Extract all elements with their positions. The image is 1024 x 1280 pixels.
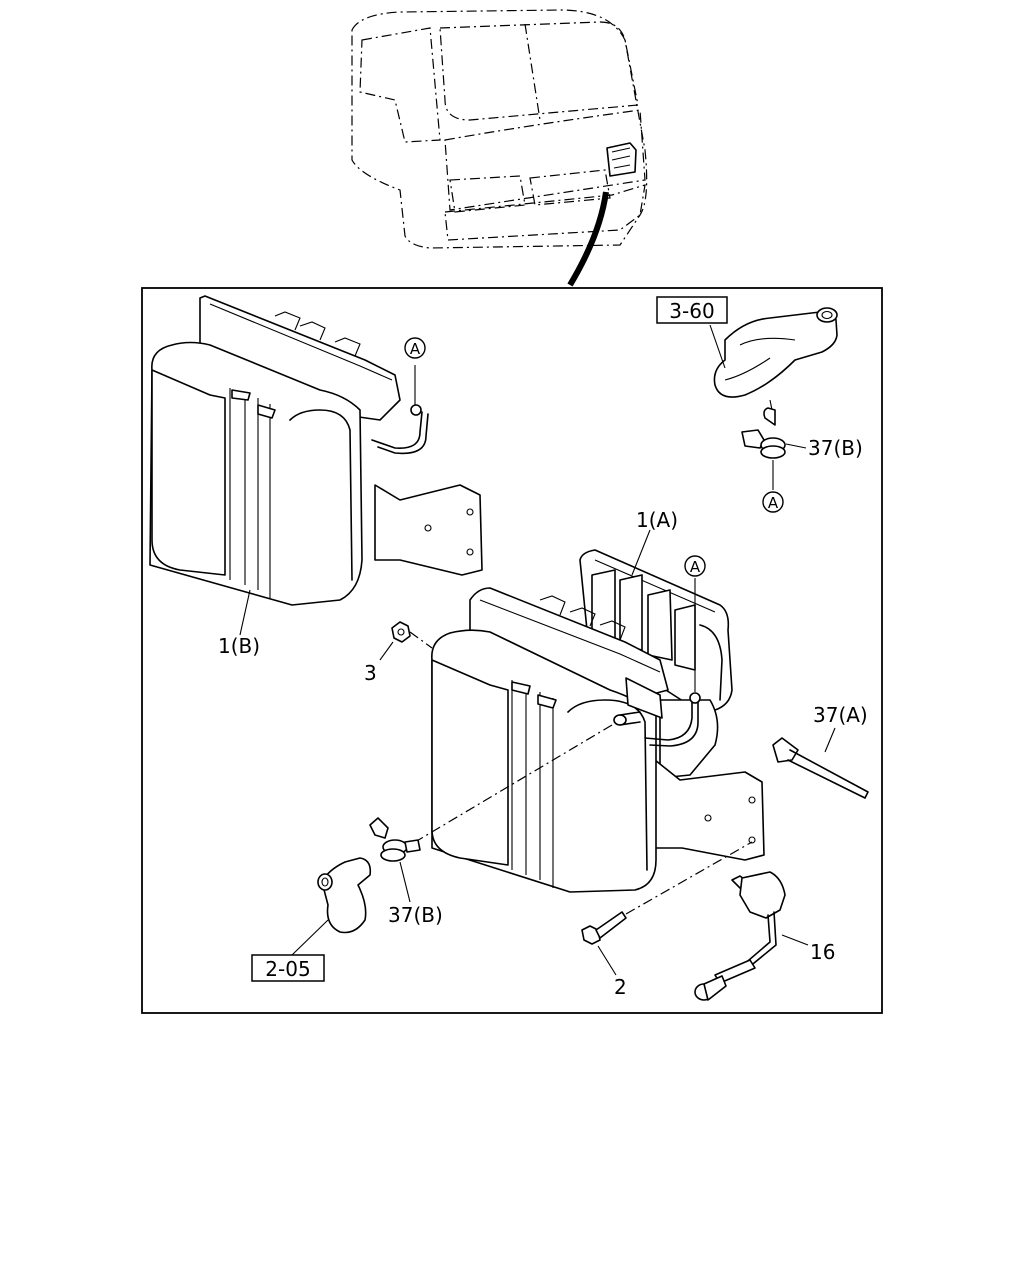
hose-2-05 [291, 857, 372, 956]
nut-3 [379, 621, 433, 661]
hose-3-60 [709, 307, 838, 490]
label-part-37a: 37(A) [813, 703, 868, 727]
label-part-37b-bottom: 37(B) [388, 903, 443, 927]
ref-label-3-60: 3-60 [669, 299, 714, 323]
detail-frame [141, 287, 883, 1014]
marker-a-circle-2 [762, 491, 784, 513]
ref-label-2-05: 2-05 [265, 957, 310, 981]
sensor-16 [694, 871, 809, 1001]
ref-box-2-05 [251, 954, 325, 982]
label-part-16: 16 [810, 940, 835, 964]
clip-37b-lower [369, 817, 421, 903]
marker-a-3: A [690, 558, 701, 576]
marker-a-circle-1 [404, 337, 426, 359]
label-part-2: 2 [614, 975, 627, 999]
component-1b [149, 295, 483, 636]
bolt-2 [581, 841, 753, 976]
label-part-1b: 1(B) [218, 634, 260, 658]
label-part-1a: 1(A) [636, 508, 678, 532]
label-part-3: 3 [364, 661, 377, 685]
component-1a [409, 529, 765, 893]
ref-box-3-60 [656, 296, 728, 324]
marker-a-circle-3 [684, 555, 706, 577]
label-part-37b-top: 37(B) [808, 436, 863, 460]
tie-37a [772, 727, 869, 799]
marker-a-1: A [410, 340, 421, 358]
marker-a-2: A [768, 494, 779, 512]
truck-cab-overview [351, 9, 648, 287]
